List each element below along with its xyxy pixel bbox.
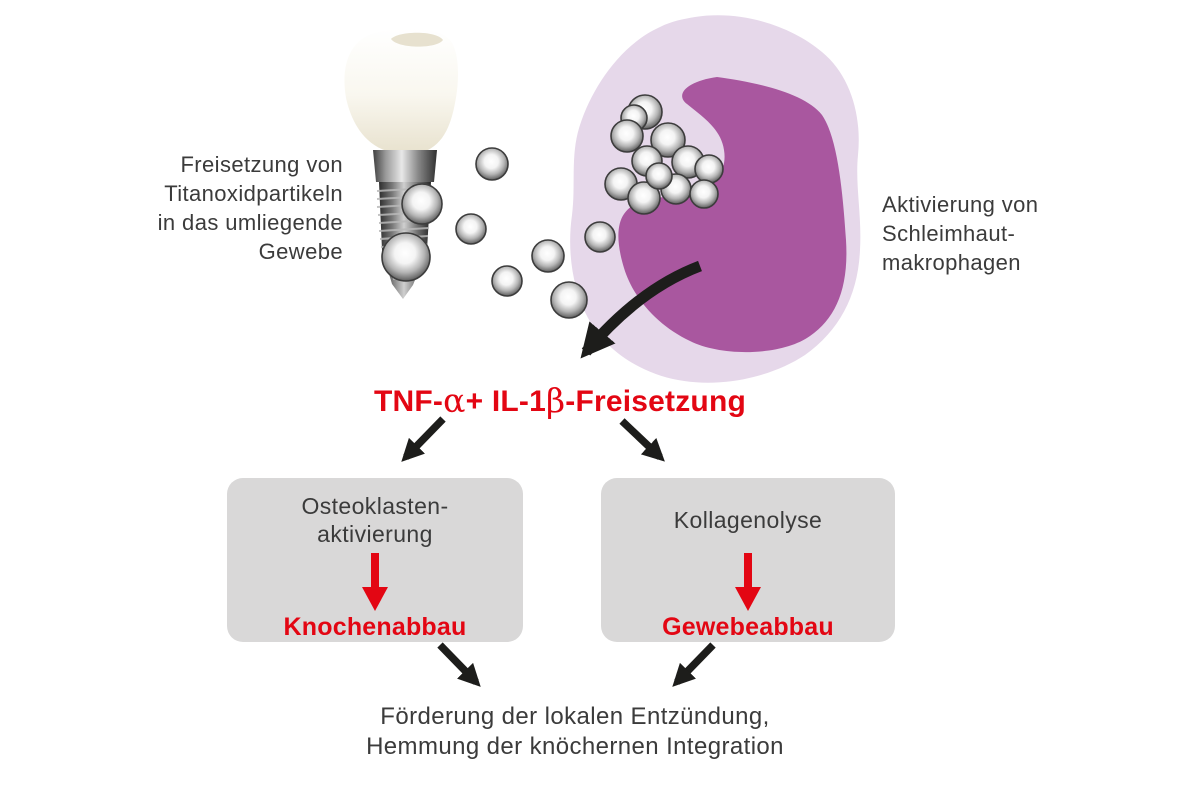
titanium-particle-icon <box>531 239 565 273</box>
arrow-tnf-to-left-box-icon <box>401 416 446 462</box>
label-implant-release: Freisetzung von Titanoxidpartikeln in da… <box>157 152 343 264</box>
result-gewebeabbau: Gewebeabbau <box>662 613 834 641</box>
titanium-particle-icon <box>694 154 724 184</box>
red-down-arrow-icon <box>362 552 388 611</box>
tooth-crown <box>344 28 459 150</box>
titanium-particle-icon <box>475 147 509 181</box>
box-osteoclast-activation: Osteoklasten- aktivierung Knochenabbau <box>227 478 523 642</box>
title-part-freisetzung: -Freisetzung <box>565 385 747 418</box>
tooth-occlusal-dip <box>391 32 443 47</box>
label-macrophage-activation: Aktivierung von Schleimhaut- makrophagen <box>882 192 1039 275</box>
particles-group <box>381 94 724 319</box>
title-part-il1: + IL-1 <box>465 385 546 418</box>
result-knochenabbau: Knochenabbau <box>283 613 467 641</box>
titanium-particle-icon <box>650 122 686 158</box>
title-beta-symbol: β <box>545 381 566 420</box>
titanium-particle-icon <box>689 179 719 209</box>
titanium-particle-icon <box>584 221 616 253</box>
box-osteoclast-heading: Osteoklasten- aktivierung <box>301 492 449 547</box>
arrow-leftbox-to-footer-icon <box>437 642 481 687</box>
title-alpha-symbol: α <box>443 381 466 420</box>
arrow-rightbox-to-footer-icon <box>672 642 716 687</box>
curved-arrow-icon <box>580 260 702 359</box>
box-collagenolysis: Kollagenolyse Gewebeabbau <box>601 478 895 642</box>
box-collagenolysis-heading: Kollagenolyse <box>673 506 823 533</box>
implant-screw-collar <box>373 150 437 182</box>
titanium-particle-icon <box>627 181 661 215</box>
titanium-particle-icon <box>401 183 443 225</box>
titanium-particle-icon <box>550 281 588 319</box>
arrow-tnf-to-right-box-icon <box>619 418 665 462</box>
titanium-particle-icon <box>645 162 673 190</box>
titanium-particle-icon <box>455 213 487 245</box>
red-down-arrow-icon <box>735 552 761 611</box>
footer-consequences-text: Förderung der lokalen Entzündung, Hemmun… <box>366 703 784 760</box>
titanium-particle-icon <box>610 119 644 153</box>
titanium-particle-icon <box>491 265 523 297</box>
title-part-tnf: TNF- <box>373 385 444 418</box>
titanium-particle-icon <box>381 232 431 282</box>
